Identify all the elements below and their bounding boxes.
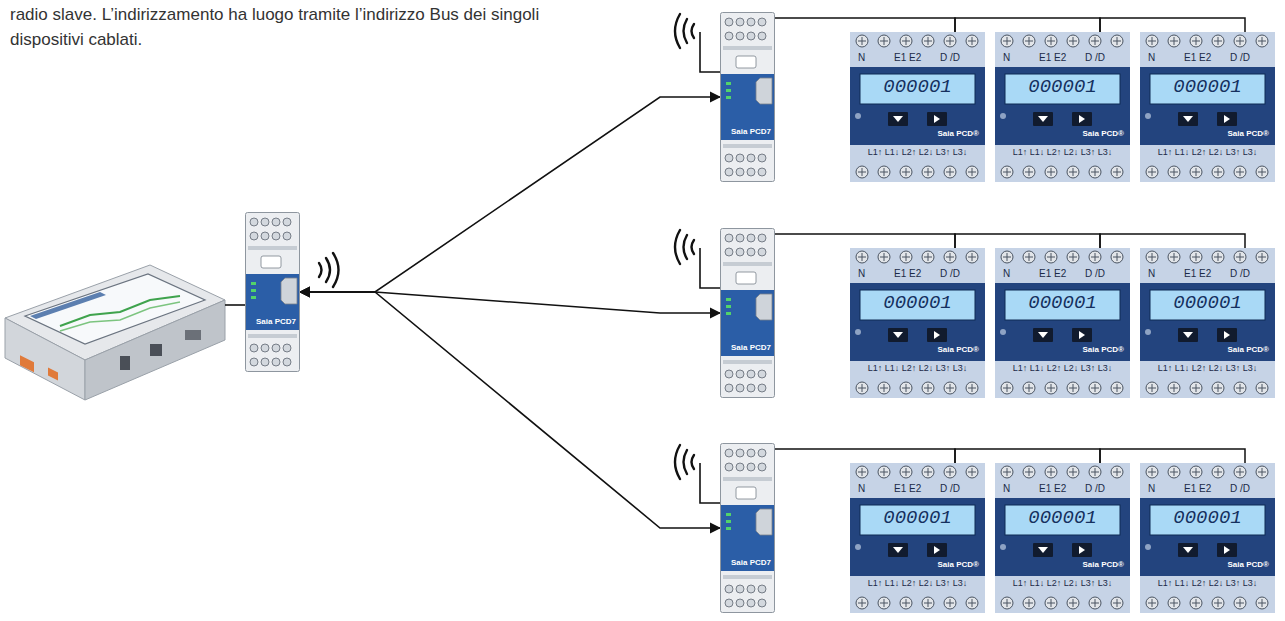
terminal-label: D /D bbox=[1230, 52, 1250, 64]
terminal-label: D /D bbox=[940, 52, 960, 64]
bus-wire bbox=[955, 449, 1100, 463]
terminal-label: L1↑ L1↓ L2↑ L2↓ L3↑ L3↓ bbox=[1158, 578, 1258, 588]
radio-module: Saia PCD7 bbox=[720, 228, 775, 398]
module-housing bbox=[720, 443, 775, 613]
terminal-label: L1↑ L1↓ L2↑ L2↓ L3↑ L3↓ bbox=[1158, 147, 1258, 157]
bus-wire bbox=[955, 234, 1100, 248]
terminal-label: N bbox=[1003, 268, 1010, 280]
bus-wire bbox=[1100, 234, 1245, 248]
terminal-label: D /D bbox=[940, 268, 960, 280]
terminal-label: D /D bbox=[940, 483, 960, 495]
terminal-label: N bbox=[858, 52, 865, 64]
meter-display: 000001 bbox=[1028, 293, 1096, 315]
terminal-label: N bbox=[1148, 268, 1155, 280]
terminal-label: D /D bbox=[1085, 52, 1105, 64]
bus-wire bbox=[775, 18, 955, 32]
terminal-label: L1↑ L1↓ L2↑ L2↓ L3↑ L3↓ bbox=[1013, 578, 1113, 588]
meter-display: 000001 bbox=[1028, 77, 1096, 99]
meter-display: 000001 bbox=[1173, 293, 1241, 315]
antenna bbox=[700, 32, 720, 503]
terminal-label: D /D bbox=[1085, 483, 1105, 495]
module-housing bbox=[245, 212, 300, 372]
radio-link bbox=[300, 292, 720, 313]
terminal-label: D /D bbox=[1230, 483, 1250, 495]
radio-module: Saia PCD7 bbox=[720, 12, 775, 182]
cable bbox=[225, 304, 245, 306]
module-housing bbox=[720, 12, 775, 182]
brand-label: Saia PCD® bbox=[1228, 560, 1269, 569]
terminal-label: D /D bbox=[1085, 268, 1105, 280]
brand-label: Saia PCD® bbox=[1083, 345, 1124, 354]
brand-label: Saia PCD® bbox=[938, 129, 979, 138]
bus-wire bbox=[775, 234, 955, 248]
terminal-label: E1 E2 bbox=[1039, 483, 1066, 495]
radio-waves bbox=[319, 253, 339, 287]
brand-label: Saia PCD® bbox=[1228, 129, 1269, 138]
bus-wire bbox=[1100, 449, 1245, 463]
energy-meter: N E1 E2 D /D 000001Saia PCD® L1↑ L1↓ L2↑ L2↓… bbox=[1140, 248, 1275, 398]
terminal-label: L1↑ L1↓ L2↑ L2↓ L3↑ L3↓ bbox=[1158, 363, 1258, 373]
meter-display: 000001 bbox=[883, 77, 951, 99]
terminal-label: E1 E2 bbox=[894, 483, 921, 495]
terminal-label: L1↑ L1↓ L2↑ L2↓ L3↑ L3↓ bbox=[868, 578, 968, 588]
terminal-label: L1↑ L1↓ L2↑ L2↓ L3↑ L3↓ bbox=[868, 147, 968, 157]
energy-meter: N E1 E2 D /D 000001Saia PCD® L1↑ L1↓ L2↑ L2↓… bbox=[995, 463, 1130, 613]
terminal-label: N bbox=[858, 268, 865, 280]
terminal-label: E1 E2 bbox=[894, 268, 921, 280]
meter-display: 000001 bbox=[883, 293, 951, 315]
radio-module: Saia PCD7 bbox=[245, 212, 300, 372]
meter-display: 000001 bbox=[1173, 77, 1241, 99]
radio-module: Saia PCD7 bbox=[720, 443, 775, 613]
energy-meter: N E1 E2 D /D 000001Saia PCD® L1↑ L1↓ L2↑ L2↓… bbox=[850, 32, 985, 182]
radio-link bbox=[300, 292, 720, 528]
module-label: Saia PCD7 bbox=[731, 558, 771, 567]
terminal-label: E1 E2 bbox=[1184, 52, 1211, 64]
module-label: Saia PCD7 bbox=[731, 343, 771, 352]
brand-label: Saia PCD® bbox=[1083, 560, 1124, 569]
terminal-label: N bbox=[1148, 52, 1155, 64]
bus-wire bbox=[775, 449, 955, 463]
radio-waves bbox=[675, 14, 694, 479]
terminal-label: E1 E2 bbox=[1039, 268, 1066, 280]
brand-label: Saia PCD® bbox=[938, 345, 979, 354]
terminal-label: N bbox=[1003, 483, 1010, 495]
radio-link bbox=[300, 97, 720, 292]
module-housing bbox=[720, 228, 775, 398]
module-label: Saia PCD7 bbox=[256, 317, 296, 326]
energy-meter: N E1 E2 D /D 000001Saia PCD® L1↑ L1↓ L2↑ L2↓… bbox=[850, 248, 985, 398]
terminal-label: D /D bbox=[1230, 268, 1250, 280]
body-text: radio slave. L’indirizzamento ha luogo t… bbox=[10, 2, 570, 52]
touch-panel bbox=[5, 265, 225, 400]
energy-meter: N E1 E2 D /D 000001Saia PCD® L1↑ L1↓ L2↑ L2↓… bbox=[995, 32, 1130, 182]
terminal-label: E1 E2 bbox=[894, 52, 921, 64]
brand-label: Saia PCD® bbox=[1083, 129, 1124, 138]
module-label: Saia PCD7 bbox=[731, 127, 771, 136]
terminal-label: N bbox=[1148, 483, 1155, 495]
terminal-label: N bbox=[858, 483, 865, 495]
meter-display: 000001 bbox=[883, 508, 951, 530]
meter-display: 000001 bbox=[1028, 508, 1096, 530]
terminal-label: N bbox=[1003, 52, 1010, 64]
energy-meter: N E1 E2 D /D 000001Saia PCD® L1↑ L1↓ L2↑ L2↓… bbox=[1140, 463, 1275, 613]
bus-wire bbox=[1100, 18, 1245, 32]
brand-label: Saia PCD® bbox=[1228, 345, 1269, 354]
terminal-label: E1 E2 bbox=[1039, 52, 1066, 64]
meter-display: 000001 bbox=[1173, 508, 1241, 530]
terminal-label: E1 E2 bbox=[1184, 268, 1211, 280]
terminal-label: L1↑ L1↓ L2↑ L2↓ L3↑ L3↓ bbox=[1013, 363, 1113, 373]
energy-meter: N E1 E2 D /D 000001Saia PCD® L1↑ L1↓ L2↑ L2↓… bbox=[850, 463, 985, 613]
terminal-label: L1↑ L1↓ L2↑ L2↓ L3↑ L3↓ bbox=[1013, 147, 1113, 157]
bus-wire bbox=[955, 18, 1100, 32]
energy-meter: N E1 E2 D /D 000001Saia PCD® L1↑ L1↓ L2↑ L2↓… bbox=[995, 248, 1130, 398]
brand-label: Saia PCD® bbox=[938, 560, 979, 569]
energy-meter: N E1 E2 D /D 000001Saia PCD® L1↑ L1↓ L2↑ L2↓… bbox=[1140, 32, 1275, 182]
terminal-label: L1↑ L1↓ L2↑ L2↓ L3↑ L3↓ bbox=[868, 363, 968, 373]
terminal-label: E1 E2 bbox=[1184, 483, 1211, 495]
